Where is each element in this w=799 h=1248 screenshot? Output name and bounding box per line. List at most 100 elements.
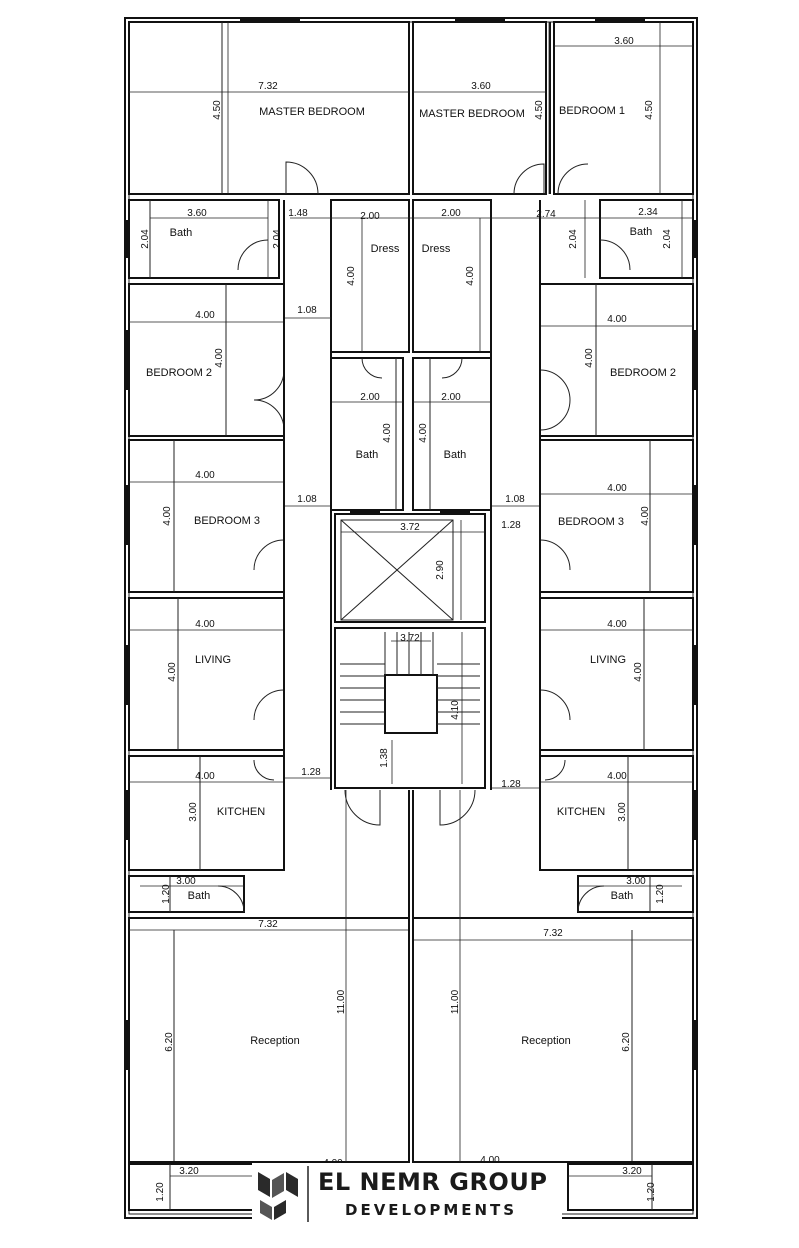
label-bedroom1: BEDROOM 1 <box>559 105 625 117</box>
lower-baths <box>128 875 694 913</box>
vertical-dimension-labels: 4.50 4.50 4.50 2.04 2.04 4.00 4.00 2.04 … <box>140 100 673 1202</box>
top-rooms <box>128 19 694 195</box>
label-bedroom2-left: BEDROOM 2 <box>146 367 212 379</box>
dim-corr-right-b3b: 1.28 <box>501 520 521 531</box>
dim-corr-left-b3: 1.08 <box>297 494 317 505</box>
dim-dress-right-w: 2.00 <box>441 208 461 219</box>
label-bedroom3-left: BEDROOM 3 <box>194 515 260 527</box>
dim-bath-lr-h: 1.20 <box>655 884 666 904</box>
label-master-bedroom-right: MASTER BEDROOM <box>419 108 525 120</box>
dim-balcony-right-h: 1.20 <box>646 1182 657 1202</box>
dim-bedroom1-h: 4.50 <box>644 100 655 120</box>
dim-bed3-right-w: 4.00 <box>607 483 627 494</box>
dim-elevator-w: 3.72 <box>400 522 420 533</box>
dim-stair-h: 4.10 <box>450 700 461 720</box>
dim-living-right-w: 4.00 <box>607 619 627 630</box>
dim-bath-ml-w: 2.00 <box>360 392 380 403</box>
dim-bed2-right-w: 4.00 <box>607 314 627 325</box>
bedroom3-rooms <box>126 439 696 593</box>
top-baths <box>126 199 696 279</box>
dim-elevator-h: 2.90 <box>435 560 446 580</box>
dim-balcony-right-w: 3.20 <box>622 1166 642 1177</box>
label-kitchen-right: KITCHEN <box>557 806 605 818</box>
brand-name: EL NEMR GROUP <box>318 1168 548 1196</box>
dim-corr-left-b2: 1.08 <box>297 305 317 316</box>
corridors <box>283 200 541 1162</box>
dim-bed2-left-h: 4.00 <box>214 348 225 368</box>
lobby <box>253 759 566 826</box>
dim-corr-left-k: 1.28 <box>301 767 321 778</box>
dim-living-left-w: 4.00 <box>195 619 215 630</box>
balconies <box>128 1161 694 1211</box>
staircase <box>334 627 486 789</box>
dim-bath-tr-h: 2.04 <box>568 229 579 249</box>
dim-dress-right-h: 4.00 <box>465 266 476 286</box>
dim-master-right-w: 3.60 <box>471 81 491 92</box>
dim-stair-w: 3.72 <box>400 633 420 644</box>
label-bedroom3-right: BEDROOM 3 <box>558 516 624 528</box>
elevator <box>334 511 486 623</box>
dim-reception-left-h: 6.20 <box>164 1032 175 1052</box>
brand-subtitle: DEVELOPMENTS <box>345 1201 518 1219</box>
dim-balcony-left-h: 1.20 <box>155 1182 166 1202</box>
dim-bath-ml-h: 4.00 <box>382 423 393 443</box>
reception-rooms <box>126 790 696 1169</box>
dim-kitchen-left-h: 3.00 <box>188 802 199 822</box>
dim-bath-tl-h2: 2.04 <box>272 229 283 249</box>
dim-bath-ll-w: 3.00 <box>176 876 196 887</box>
dim-living-left-h: 4.00 <box>167 662 178 682</box>
outer-boundary <box>124 17 698 1219</box>
dim-corr-right-k: 1.28 <box>501 779 521 790</box>
dim-bed3-left-w: 4.00 <box>195 470 215 481</box>
dress-rooms <box>290 199 600 353</box>
dim-bottom-right-w: 4.00 <box>480 1155 500 1166</box>
dim-corr-right-top: 2.74 <box>536 209 556 220</box>
dim-kitchen-right-w: 4.00 <box>607 771 627 782</box>
dim-bath-lr-w: 3.00 <box>626 876 646 887</box>
label-bath-low-left: Bath <box>188 890 211 902</box>
dim-reception-right-w: 7.32 <box>543 928 563 939</box>
label-bath-top-left: Bath <box>170 227 193 239</box>
dim-bath-mr-h: 4.00 <box>418 423 429 443</box>
label-kitchen-left: KITCHEN <box>217 806 265 818</box>
dim-dress-left-w: 2.00 <box>360 211 380 222</box>
dim-bath-ll-h: 1.20 <box>161 884 172 904</box>
dim-master-right-h: 4.50 <box>534 100 545 120</box>
dim-bath-tr-w: 2.34 <box>638 207 658 218</box>
label-bedroom2-right: BEDROOM 2 <box>610 367 676 379</box>
label-master-bedroom-left: MASTER BEDROOM <box>259 106 365 118</box>
label-bath-mid-right: Bath <box>444 449 467 461</box>
dim-reception-right-h: 6.20 <box>621 1032 632 1052</box>
dim-bath-mr-w: 2.00 <box>441 392 461 403</box>
bedroom2-rooms <box>126 283 696 437</box>
brand-logo-icon <box>252 1163 562 1225</box>
dim-kitchen-right-h: 3.00 <box>617 802 628 822</box>
dim-kitchen-left-w: 4.00 <box>195 771 215 782</box>
dim-bed3-left-h: 4.00 <box>162 506 173 526</box>
dim-bed2-left-w: 4.00 <box>195 310 215 321</box>
label-living-right: LIVING <box>590 654 626 666</box>
dim-living-right-h: 4.00 <box>633 662 644 682</box>
dim-master-left-w: 7.32 <box>258 81 278 92</box>
label-dress-left: Dress <box>371 243 400 255</box>
label-reception-right: Reception <box>521 1035 571 1047</box>
dim-corridor-left-h: 11.00 <box>336 989 347 1014</box>
dim-corridor-right-h: 11.00 <box>450 989 461 1014</box>
label-bath-mid-left: Bath <box>356 449 379 461</box>
label-reception-left: Reception <box>250 1035 300 1047</box>
dim-dress-left-h: 4.00 <box>346 266 357 286</box>
dim-bath-tl-h: 2.04 <box>140 229 151 249</box>
dim-bed2-right-h: 4.00 <box>584 348 595 368</box>
dim-corr-right-b3: 1.08 <box>505 494 525 505</box>
label-dress-right: Dress <box>422 243 451 255</box>
dim-reception-left-w: 7.32 <box>258 919 278 930</box>
dim-balcony-left-w: 3.20 <box>179 1166 199 1177</box>
label-bath-top-right: Bath <box>630 226 653 238</box>
dim-corr-left-top: 1.48 <box>288 208 308 219</box>
dim-bath-tl-w: 3.60 <box>187 208 207 219</box>
label-bath-low-right: Bath <box>611 890 634 902</box>
dim-bed3-right-h: 4.00 <box>640 506 651 526</box>
dim-bath-tr-h2: 2.04 <box>662 229 673 249</box>
dim-master-left-h: 4.50 <box>212 100 223 120</box>
